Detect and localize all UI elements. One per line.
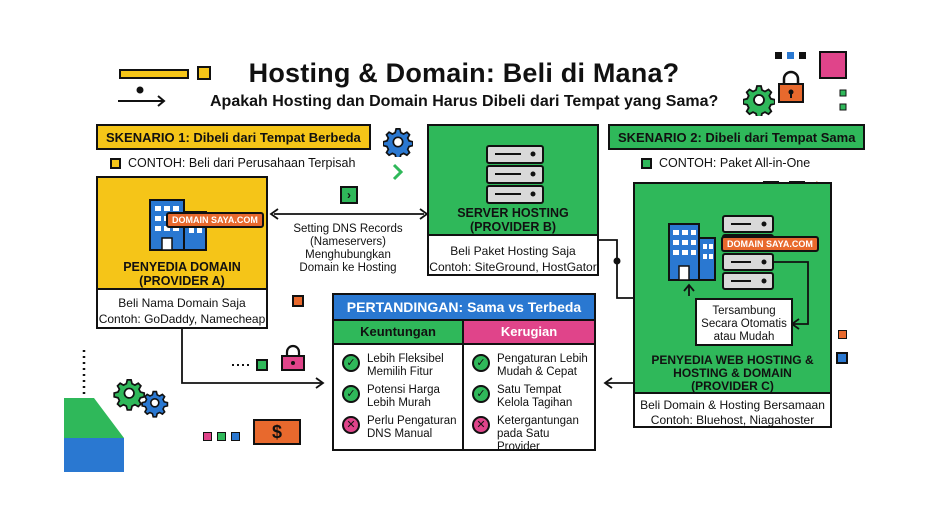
scenario2-label: SKENARIO 2: Dibeli dari Tempat Sama: [608, 124, 866, 150]
cross-icon: ✕: [472, 416, 490, 434]
provider-c-card: DOMAIN SAYA.COM Tersambung Secara Otomat…: [633, 182, 832, 428]
server-hosting-desc2: Contoh: SiteGround, HostGator: [429, 260, 597, 274]
green-square-icon: [641, 157, 652, 169]
dns-note: Setting DNS Records (Nameservers) Menghu…: [293, 223, 403, 274]
decor-square: [836, 352, 848, 364]
chevron-right-icon: [392, 163, 404, 181]
check-icon: ✓: [342, 385, 360, 403]
comparison-table: PERTANDINGAN: Sama vs Terbeda Keuntungan…: [332, 293, 596, 454]
cons-column: Kerugian: [464, 321, 594, 449]
comparison-title: PERTANDINGAN: Sama vs Terbeda: [334, 295, 594, 321]
domain-sign: DOMAIN SAYA.COM: [166, 212, 264, 228]
pros-column: Keuntungan: [334, 321, 464, 449]
lock-icon: [778, 70, 804, 103]
chevron-right-icon: ›: [340, 186, 358, 204]
cons-header: Kerugian: [464, 321, 594, 345]
connected-note: Tersambung Secara Otomatis atau Mudah: [695, 298, 793, 346]
gear-icon: [743, 85, 775, 116]
decor-top-right: [775, 51, 847, 111]
pros-header: Keuntungan: [334, 321, 462, 345]
scenario1-label: SKENARIO 1: Dibeli dari Tempat Berbeda: [96, 124, 371, 150]
check-icon: ✓: [342, 354, 360, 372]
building-icon: [668, 223, 716, 281]
provider-c-desc2: Contoh: Bluehost, Niagahoster: [650, 413, 815, 427]
provider-c-desc1: Beli Domain & Hosting Bersamaan: [640, 398, 825, 412]
page-title: Hosting & Domain: Beli di Mana?: [248, 58, 680, 88]
server-hosting-name: SERVER HOSTING: [457, 206, 569, 220]
domain-provider-card: DOMAIN SAYA.COM PENYEDIA DOMAIN (PROVIDE…: [96, 176, 268, 329]
decor-lines: [118, 66, 211, 107]
scenario1-contoh: CONTOH: Beli dari Perusahaan Terpisah: [110, 156, 355, 170]
cross-icon: ✕: [342, 416, 360, 434]
decor-square: [217, 432, 226, 441]
domain-sign: DOMAIN SAYA.COM: [721, 236, 819, 252]
gear-icon: [383, 128, 413, 157]
decor-square: [292, 295, 304, 307]
decor-square: [838, 330, 847, 339]
gears-icon: [113, 379, 169, 418]
domain-provider-desc1: Beli Nama Domain Saja: [118, 296, 246, 310]
scenario2-contoh-text: CONTOH: Paket All-in-One: [659, 156, 811, 170]
scenario1-contoh-text: CONTOH: Beli dari Perusahaan Terpisah: [128, 156, 356, 170]
decor-square: [231, 432, 240, 441]
decor-square: [256, 359, 268, 371]
scenario2-contoh: CONTOH: Paket All-in-One: [641, 156, 810, 170]
server-hosting-sub: (PROVIDER B): [469, 220, 557, 234]
check-icon: ✓: [472, 354, 490, 372]
provider-c-name: PENYEDIA WEB HOSTING & HOSTING & DOMAIN …: [651, 353, 814, 393]
domain-provider-sub: (PROVIDER A): [139, 274, 225, 288]
lock-icon: [281, 344, 305, 371]
domain-provider-desc2: Contoh: GoDaddy, Namecheap: [98, 312, 266, 326]
money-icon: $: [253, 419, 301, 445]
decor-square: [203, 432, 212, 441]
yellow-square-icon: [110, 157, 121, 169]
domain-provider-name: PENYEDIA DOMAIN: [123, 260, 241, 274]
server-hosting-card: SERVER HOSTING (PROVIDER B) Beli Paket H…: [427, 124, 599, 276]
decor-corner-shape: [64, 398, 124, 472]
server-icon: [486, 145, 544, 204]
page-subtitle: Apakah Hosting dan Domain Harus Dibeli d…: [210, 93, 719, 110]
server-hosting-desc1: Beli Paket Hosting Saja: [450, 244, 576, 258]
check-icon: ✓: [472, 385, 490, 403]
